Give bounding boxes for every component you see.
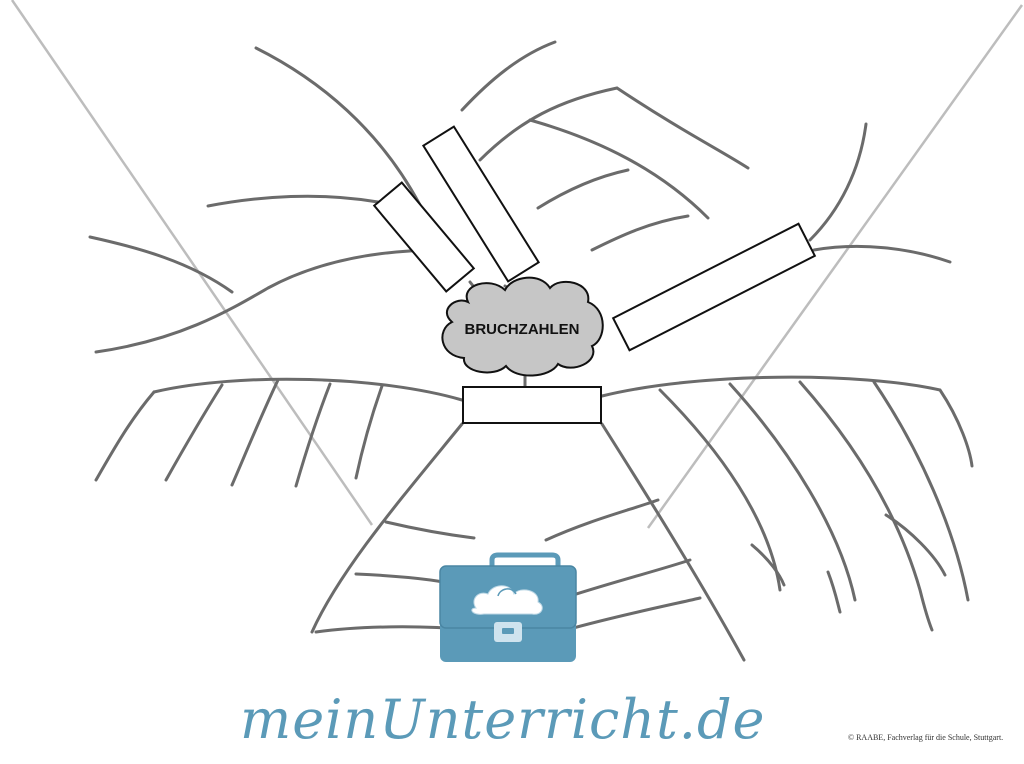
branch-lines-upper-right [460,40,952,264]
branch-lines-lower-center [310,422,746,662]
branch-box-top-left-tall [421,125,541,283]
center-cloud: BRUCHZAHLEN [441,276,604,377]
center-topic-label: BRUCHZAHLEN [465,321,580,338]
branch-lines-lower-right [600,375,974,632]
copyright-notice: © RAABE, Fachverlag für die Schule, Stut… [848,733,1004,742]
branch-lines-lower-left [94,377,464,488]
briefcase-cloud-icon [439,552,577,662]
diagonal-line-left [10,0,374,526]
branch-box-right-long [611,222,817,352]
diagonal-line-right [646,4,1024,529]
branch-box-bottom-center [462,386,602,424]
branch-box-top-left-small [372,181,476,293]
brand-logo-text: meinUnterricht.de [240,688,766,751]
branch-lines-upper-left [88,46,444,354]
